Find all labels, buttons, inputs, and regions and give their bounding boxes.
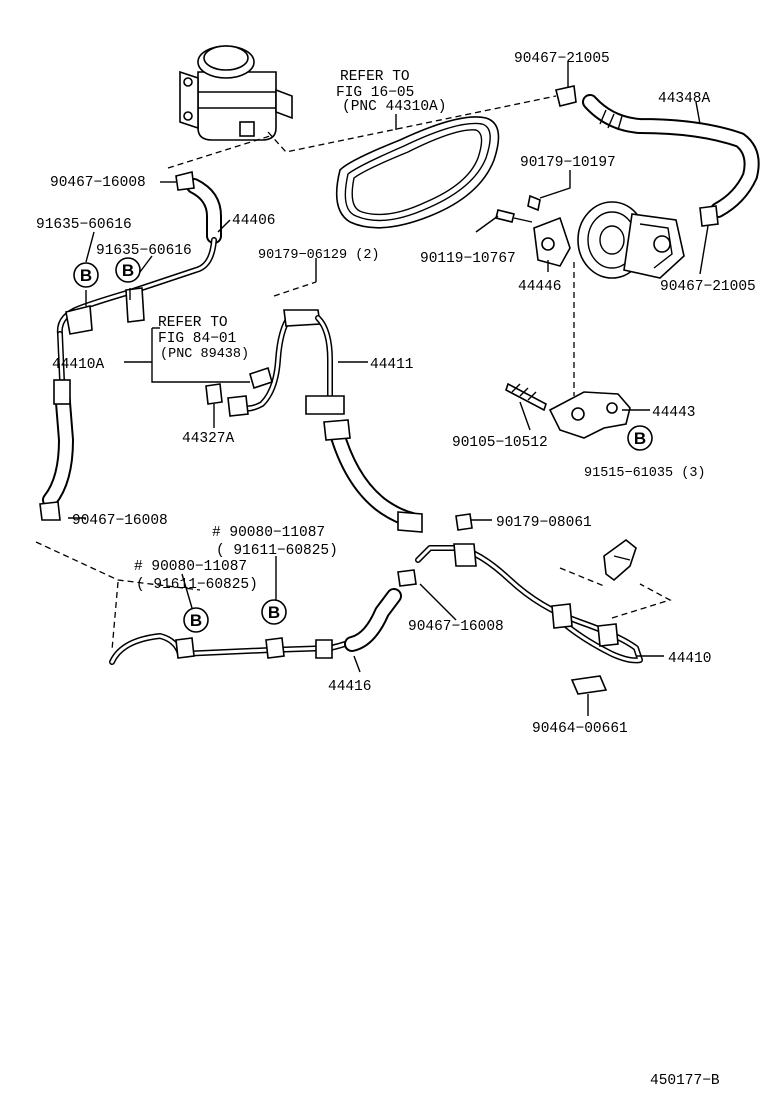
label-90105-10512: 90105−10512 [452, 435, 548, 451]
label-44348a: 44348A [658, 91, 711, 107]
callout-b-5: B [261, 599, 287, 625]
label-90119-10767: 90119−10767 [420, 251, 516, 267]
label-90467-16008-c: 90467−16008 [408, 619, 504, 635]
label-44443: 44443 [652, 405, 696, 421]
callout-b-text: B [122, 261, 134, 280]
label-44327a: 44327A [182, 431, 235, 447]
label-90179-08061: 90179−08061 [496, 515, 592, 531]
power-steering-pump [533, 201, 685, 279]
label-refer-fig-84-01-line3: (PNC 89438) [160, 347, 249, 362]
label-refer-fig-84-01-line2: FIG 84−01 [158, 331, 236, 347]
drive-belt [335, 116, 500, 229]
label-90080-11087-b: # 90080−11087 [134, 559, 247, 575]
label-44446: 44446 [518, 279, 562, 295]
callout-b-text: B [634, 429, 646, 448]
label-refer-fig-16-05-line3: (PNC 44310A) [342, 99, 446, 115]
callout-b-3: B [627, 425, 653, 451]
label-refer-fig-16-05-line1: REFER TO [340, 69, 410, 85]
label-90467-16008-a: 90467−16008 [50, 175, 146, 191]
label-90467-16008-b: 90467−16008 [72, 513, 168, 529]
label-90080-11087-a: # 90080−11087 [212, 525, 325, 541]
label-44411: 44411 [370, 357, 414, 373]
callout-b-4: B [183, 607, 209, 633]
label-44410: 44410 [668, 651, 712, 667]
callout-b-text: B [268, 603, 280, 622]
callout-b-text: B [80, 266, 92, 285]
label-44410a: 44410A [52, 357, 105, 373]
label-91635-60616-b: 91635−60616 [96, 243, 192, 259]
reservoir-tank [179, 45, 293, 141]
label-refer-fig-16-05-line2: FIG 16−05 [336, 85, 414, 101]
label-90179-06129: 90179−06129 (2) [258, 248, 380, 263]
label-refer-fig-84-01-line1: REFER TO [158, 315, 228, 331]
label-90464-00661: 90464−00661 [532, 721, 628, 737]
callout-b-2: B [115, 257, 141, 283]
label-44416: 44416 [328, 679, 372, 695]
label-91635-60616-a: 91635−60616 [36, 217, 132, 233]
label-91611-60825-a: ( 91611−60825) [216, 543, 338, 559]
label-90467-21005-top: 90467−21005 [514, 51, 610, 67]
label-91611-60825-b: ( 91611−60825) [136, 577, 258, 593]
callout-b-1: B [73, 262, 99, 288]
label-91515-61035: 91515−61035 (3) [584, 466, 706, 481]
label-90467-21005-right: 90467−21005 [660, 279, 756, 295]
callout-b-text: B [190, 611, 202, 630]
illustration-number: 450177−B [650, 1073, 720, 1089]
label-44406: 44406 [232, 213, 276, 229]
label-90179-10197: 90179−10197 [520, 155, 616, 171]
